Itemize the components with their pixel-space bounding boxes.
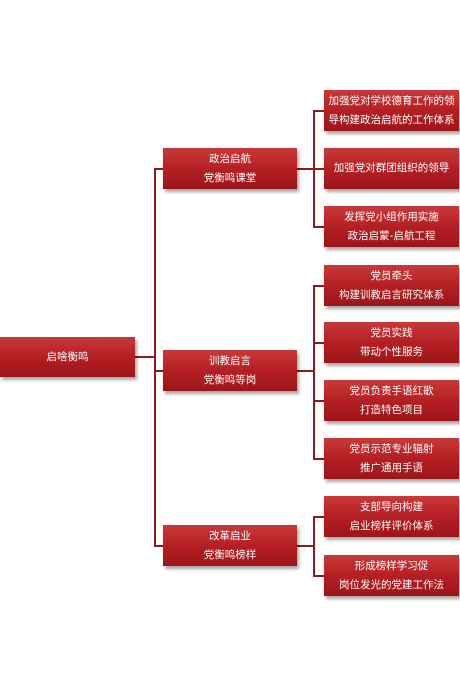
leaf-1-2-line-1: 加强党对群团组织的领导 [333,162,450,174]
connector-branch-1 [154,168,163,170]
branch-node-reform: 改革启业 党衡鸣榜样 [163,525,297,566]
leaf-3-1-line-2: 启业榜样评价体系 [349,519,434,532]
branch-2-line-1: 训教启言 [209,354,251,367]
leaf-node-2-3: 党员负责手语红歌 打造特色项目 [324,380,459,421]
leaf-2-3-line-2: 打造特色项目 [360,403,423,416]
branch-1-line-2: 党衡鸣课堂 [203,171,257,184]
leaf-2-2-line-1: 党员实践 [370,326,413,339]
connector-trunk-2 [313,285,315,460]
connector-out-3 [297,545,314,547]
connector-leaf-2-3 [313,400,324,402]
leaf-3-1-line-1: 支部导向构建 [360,500,423,513]
leaf-node-1-1: 加强党对学校德育工作的领 导构建政治启航的工作体系 [324,90,459,131]
leaf-2-1-line-2: 构建训教启言研究体系 [339,288,444,301]
leaf-3-2-line-2: 岗位发光的党建工作法 [339,578,444,591]
connector-leaf-1-3 [313,226,324,228]
connector-out-1 [297,168,314,170]
connector-branch-3 [154,545,163,547]
leaf-1-3-line-2: 政治启蒙-启航工程 [347,229,436,242]
leaf-node-2-4: 党员示范专业辐射 推广通用手语 [324,438,459,479]
connector-leaf-2-1 [313,285,324,287]
branch-node-teaching: 训教启言 党衡鸣等岗 [163,350,297,391]
branch-3-line-2: 党衡鸣榜样 [203,548,257,561]
connector-root [135,356,155,358]
branch-1-line-1: 政治启航 [209,152,251,165]
connector-leaf-2-4 [313,458,324,460]
leaf-2-1-line-1: 党员牵头 [370,269,413,282]
connector-leaf-1-1 [313,110,324,112]
connector-leaf-2-2 [313,342,324,344]
connector-leaf-3-2 [313,575,324,577]
leaf-2-2-line-2: 带动个性服务 [360,345,423,358]
connector-branch-2 [154,370,163,372]
leaf-3-2-line-1: 形成榜样学习促 [354,559,429,572]
leaf-node-1-2: 加强党对群团组织的领导 [324,148,459,189]
leaf-node-3-1: 支部导向构建 启业榜样评价体系 [324,496,459,537]
branch-3-line-1: 改革启业 [209,529,251,542]
root-node: 启啥衡鸣 [0,337,135,377]
leaf-2-4-line-2: 推广通用手语 [360,461,423,474]
leaf-node-2-2: 党员实践 带动个性服务 [324,322,459,363]
connector-leaf-3-1 [313,516,324,518]
connector-leaf-1-2 [313,168,324,170]
leaf-1-1-line-1: 加强党对学校德育工作的领 [328,94,455,107]
connector-trunk-level1 [154,168,156,546]
leaf-node-1-3: 发挥党小组作用实施 政治启蒙-启航工程 [324,206,459,247]
connector-out-2 [297,370,314,372]
branch-node-politics: 政治启航 党衡鸣课堂 [163,148,297,189]
root-label: 启啥衡鸣 [46,350,89,363]
leaf-node-3-2: 形成榜样学习促 岗位发光的党建工作法 [324,555,459,596]
leaf-2-4-line-1: 党员示范专业辐射 [349,442,434,455]
branch-2-line-2: 党衡鸣等岗 [203,373,257,386]
connector-trunk-3 [313,516,315,577]
leaf-node-2-1: 党员牵头 构建训教启言研究体系 [324,265,459,306]
leaf-1-3-line-1: 发挥党小组作用实施 [344,210,439,223]
leaf-1-1-line-2: 导构建政治启航的工作体系 [328,113,455,126]
leaf-2-3-line-1: 党员负责手语红歌 [349,384,434,397]
